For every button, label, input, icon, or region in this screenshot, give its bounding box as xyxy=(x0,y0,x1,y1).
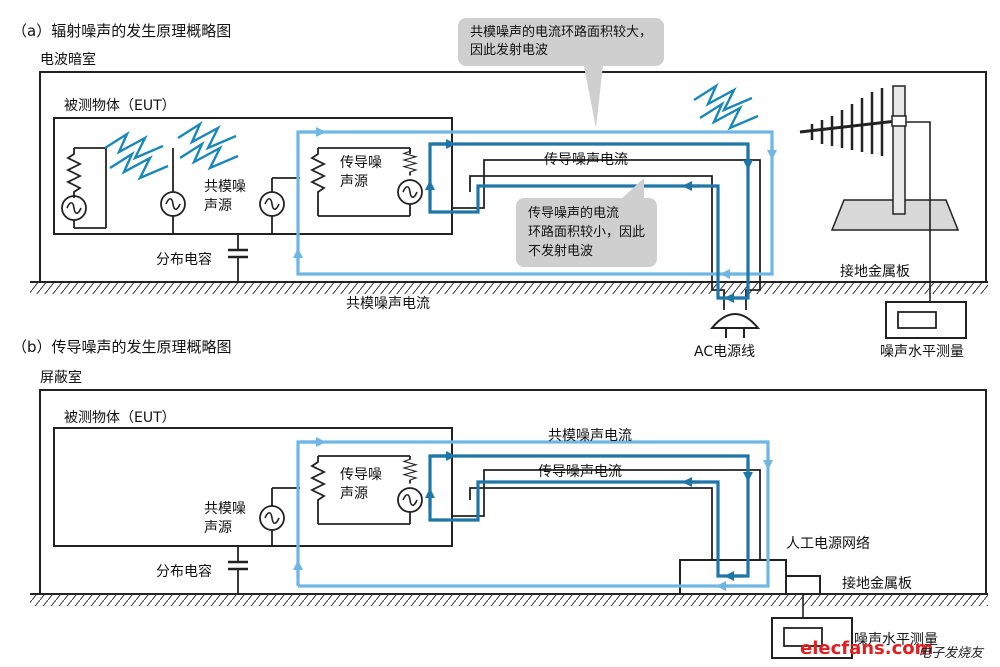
common-mode-loop-a xyxy=(293,127,777,279)
ground-hatch-b xyxy=(30,594,988,606)
conducted-source-b xyxy=(311,455,423,525)
common-source-label-a: 共模噪 声源 xyxy=(204,179,246,214)
conducted-source-label-a: 传导噪 声源 xyxy=(340,155,382,190)
common-source-a xyxy=(160,148,186,234)
common-current-label-b: 共模噪声电流 xyxy=(548,428,632,444)
section-b xyxy=(30,389,988,659)
eut-box-a xyxy=(53,117,453,235)
stray-cap-label-a: 分布电容 xyxy=(156,252,212,268)
conducted-current-label-b: 传导噪声电流 xyxy=(538,464,622,480)
ac-plug-icon xyxy=(709,313,761,338)
eut-label-b: 被测物体（EUT） xyxy=(64,410,176,426)
conducted-loop-a xyxy=(425,139,753,303)
eut-box-b xyxy=(53,427,453,547)
noise-meter-icon-b xyxy=(771,617,853,659)
title-b: （b）传导噪声的发生原理概略图 xyxy=(12,338,232,356)
callout-pointer-small xyxy=(620,178,644,200)
common-source-b xyxy=(259,487,300,546)
noise-meter-icon-a xyxy=(885,301,967,339)
stray-capacitor-a xyxy=(228,234,248,282)
meter-label-a: 噪声水平测量 xyxy=(880,344,964,360)
ac-line-label: AC电源线 xyxy=(694,344,756,360)
watermark-site: elecfans.com xyxy=(800,638,934,659)
meter-label-b: 噪声水平测量 xyxy=(854,632,938,648)
conducted-source-a xyxy=(311,147,423,217)
left-loop-a xyxy=(61,147,107,229)
common-current-label-a: 共模噪声电流 xyxy=(346,296,430,312)
common-source-label-b: 共模噪 声源 xyxy=(204,501,246,536)
watermark-cn: 电子发烧友 xyxy=(918,646,984,661)
ground-hatch-a xyxy=(30,282,988,294)
callout-pointer-large xyxy=(582,56,604,128)
room-label-a: 电波暗室 xyxy=(40,52,96,68)
antenna-icon xyxy=(799,85,960,231)
room-label-b: 屏蔽室 xyxy=(40,370,82,386)
common-mode-loop-b xyxy=(293,437,773,591)
conducted-loop-b xyxy=(425,451,753,581)
callout-large: 共模噪声的电流环路面积较大， 因此发射电波 xyxy=(458,18,665,66)
stray-capacitor-b xyxy=(228,546,248,594)
conducted-source-label-b: 传导噪 声源 xyxy=(340,467,382,502)
anechoic-chamber-box xyxy=(39,71,987,283)
ground-plate-label-a: 接地金属板 xyxy=(840,264,910,280)
ground-plate-label-b: 接地金属板 xyxy=(842,576,912,592)
radiation-icon xyxy=(103,132,165,160)
title-a: （a）辐射噪声的发生原理概略图 xyxy=(12,22,232,40)
callout-small: 传导噪声的电流 环路面积较小，因此 不发射电波 xyxy=(516,198,658,267)
lisn-label: 人工电源网络 xyxy=(786,536,870,552)
section-a xyxy=(30,56,988,339)
common-source-a-2 xyxy=(259,177,300,234)
eut-label-a: 被测物体（EUT） xyxy=(64,98,176,114)
conducted-current-label-a: 传导噪声电流 xyxy=(544,152,628,168)
stray-cap-label-b: 分布电容 xyxy=(156,564,212,580)
